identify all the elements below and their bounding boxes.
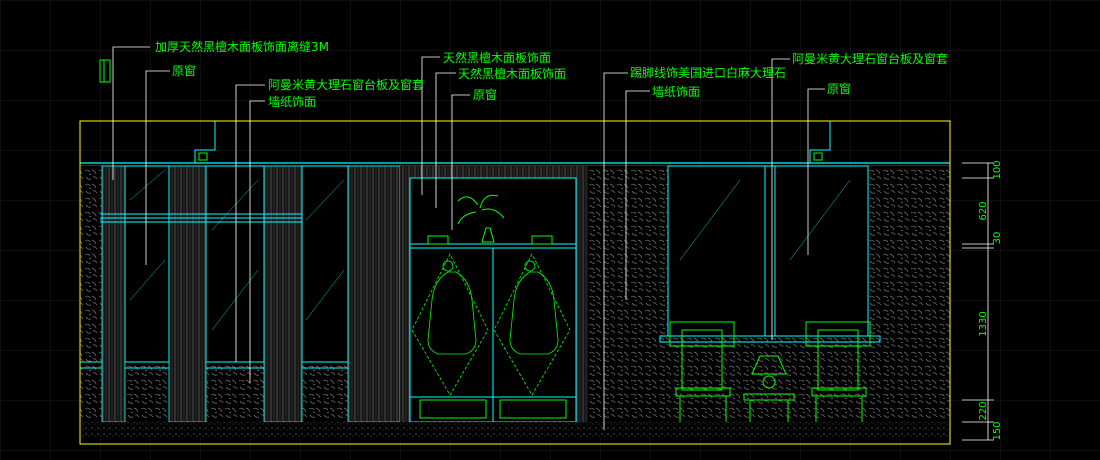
dimension-label: 1330 <box>978 311 989 336</box>
floor-strip <box>80 422 950 438</box>
annotation-left-top: 加厚天然黑檀木面板饰面离缝3M <box>155 39 329 54</box>
annotation-right-wallpaper: 墙纸饰面 <box>652 85 700 99</box>
dimension-label: 620 <box>978 201 989 220</box>
annotation-left-wallpaper: 墙纸饰面 <box>268 95 316 109</box>
annotation-left-window: 原窗 <box>172 64 196 78</box>
drawing-frame <box>79 120 951 445</box>
annotation-center-panel-1: 天然黑檀木面板饰面 <box>443 50 551 65</box>
leader-lines <box>112 46 825 430</box>
annotation-left-sill: 阿曼米黄大理石窗台板及窗套 <box>268 77 424 92</box>
right-window-zone <box>588 165 950 438</box>
annotation-center-window: 原窗 <box>473 88 497 102</box>
annotation-center-panel-2: 天然黑檀木面板饰面 <box>458 66 566 81</box>
dimension-label: 30 <box>992 232 1003 245</box>
dimension-label: 220 <box>978 401 989 420</box>
dimension-chain <box>962 162 994 441</box>
annotation-right-window: 原窗 <box>827 82 851 96</box>
dimension-label: 100 <box>992 160 1003 179</box>
annotation-right-skirting: 踢脚线饰美国进口白麻大理石 <box>630 65 786 80</box>
annotation-right-sill: 阿曼米黄大理石窗台板及窗套 <box>792 51 948 66</box>
center-cabinet <box>400 166 588 438</box>
left-window-zone <box>79 165 401 423</box>
dimension-label: 150 <box>992 421 1003 440</box>
